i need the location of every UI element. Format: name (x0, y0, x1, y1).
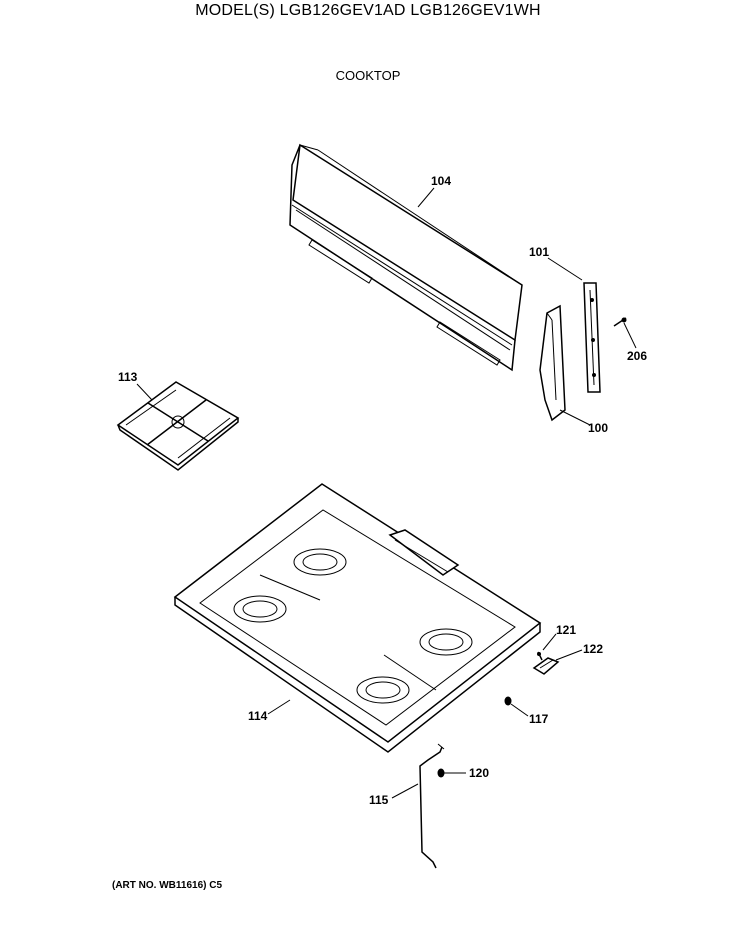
callout-117: 117 (529, 712, 549, 726)
part-122-bracket (532, 657, 560, 675)
callout-122: 122 (583, 642, 603, 656)
part-101-end-cap (583, 282, 601, 393)
leader-104 (417, 187, 435, 208)
part-114-cooktop (173, 483, 542, 753)
leader-100 (559, 409, 591, 426)
leader-113 (136, 383, 153, 401)
callout-101: 101 (529, 245, 549, 259)
callout-115: 115 (369, 793, 389, 807)
callout-113: 113 (118, 370, 138, 384)
part-104-backguard (289, 143, 523, 372)
part-115-support-rod (419, 743, 445, 869)
callout-206: 206 (627, 349, 647, 363)
leader-206 (623, 322, 637, 349)
part-206-screw (613, 317, 627, 327)
leader-101 (547, 257, 583, 281)
leader-115 (391, 783, 419, 799)
callout-114: 114 (248, 709, 268, 723)
leader-114 (267, 699, 291, 715)
models-title: MODEL(S) LGB126GEV1AD LGB126GEV1WH (195, 2, 541, 19)
part-121-screw (537, 651, 543, 661)
part-100-end-cap (539, 304, 566, 422)
leader-121 (542, 633, 557, 651)
part-113-grate (116, 381, 240, 471)
section-title: COOKTOP (335, 68, 401, 83)
part-117-bumper (504, 696, 512, 706)
callout-120: 120 (469, 766, 489, 780)
callout-100: 100 (588, 421, 608, 435)
art-number: (ART NO. WB11616) C5 (112, 880, 223, 891)
callout-104: 104 (431, 174, 451, 188)
part-120-clip (437, 768, 445, 778)
leader-122 (555, 649, 583, 661)
leader-117 (510, 703, 529, 717)
callout-121: 121 (556, 623, 576, 637)
